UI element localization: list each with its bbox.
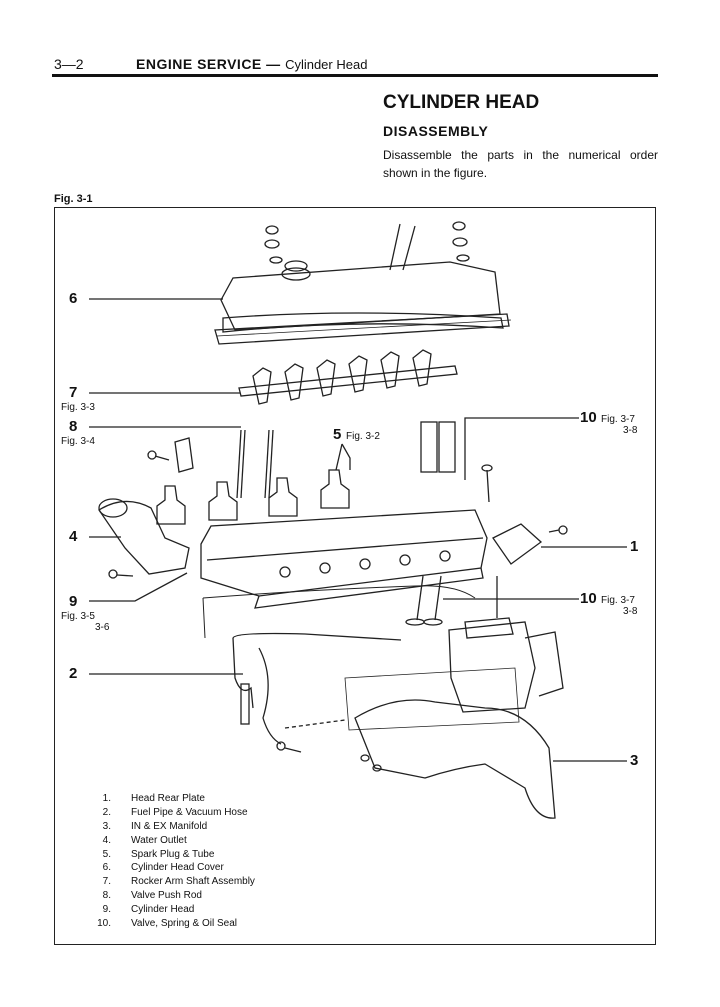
callout-3: 3 [630, 752, 639, 769]
page-number: 3—2 [54, 56, 84, 72]
fuel-pipe [232, 632, 402, 641]
callout-1: 1 [630, 538, 639, 555]
bolt [147, 450, 157, 460]
intro-text: Disassemble the parts in the numerical o… [383, 148, 658, 180]
callout-10-mid-ref2: 3-8 [623, 606, 638, 617]
leader-10-top [464, 417, 579, 480]
callout-8: 8 [69, 418, 78, 435]
callout-10-mid: 10 [580, 590, 597, 607]
exploded-view-illustration [89, 221, 627, 819]
carburetor [448, 621, 536, 713]
callout-10-top: 10 [580, 409, 597, 426]
legend-item: 6.Cylinder Head Cover [102, 862, 224, 874]
legend-item: 8.Valve Push Rod [102, 889, 202, 901]
legend-item: 1.Head Rear Plate [102, 793, 205, 805]
section-dash: — [266, 56, 281, 72]
callout-9-ref2: 3-6 [95, 622, 110, 633]
figure-label: Fig. 3-1 [54, 193, 93, 205]
push-rod [236, 429, 242, 499]
callout-10-top-ref2: 3-8 [623, 425, 638, 436]
legend-item: 3.IN & EX Manifold [102, 820, 208, 832]
leader-9 [89, 572, 188, 602]
section-title: ENGINE SERVICE — Cylinder Head [136, 56, 367, 72]
callout-10-mid-ref: Fig. 3-7 [601, 595, 635, 606]
section-subtitle: DISASSEMBLY [383, 123, 489, 139]
callout-5-ref: Fig. 3-2 [346, 431, 380, 442]
legend-item: 7.Rocker Arm Shaft Assembly [102, 876, 255, 888]
callout-7: 7 [69, 384, 78, 401]
callout-9-ref: Fig. 3-5 [61, 611, 95, 622]
figure-frame: 6 7 Fig. 3-3 8 Fig. 3-4 5 Fig. 3-2 10 Fi… [54, 207, 656, 945]
callout-2: 2 [69, 665, 78, 682]
legend-item: 10.Valve, Spring & Oil Seal [97, 917, 237, 929]
leader-5 [341, 443, 351, 470]
valve [416, 575, 424, 621]
spark-plug [156, 485, 186, 525]
legend-item: 4.Water Outlet [102, 834, 187, 846]
header-rule [52, 74, 658, 77]
callout-4: 4 [69, 528, 78, 545]
legend-item: 2.Fuel Pipe & Vacuum Hose [102, 807, 248, 819]
subsection-name: Cylinder Head [285, 57, 368, 72]
section-name: ENGINE SERVICE [136, 56, 262, 72]
legend-item: 9.Cylinder Head [102, 903, 195, 915]
head-rear-plate [492, 523, 543, 565]
cylinder-head [200, 509, 488, 597]
cylinder-head-cover [220, 261, 501, 331]
legend-item: 5.Spark Plug & Tube [102, 848, 215, 860]
callout-9: 9 [69, 593, 78, 610]
callout-8-ref: Fig. 3-4 [61, 436, 95, 447]
in-ex-manifold [354, 699, 556, 819]
callout-7-ref: Fig. 3-3 [61, 402, 95, 413]
valve-springs [420, 421, 438, 473]
page-title: CYLINDER HEAD [383, 92, 540, 113]
callout-6: 6 [69, 290, 78, 307]
page-header: 3—2 ENGINE SERVICE — Cylinder Head [54, 56, 656, 76]
callout-5: 5 [333, 426, 342, 443]
water-outlet [98, 500, 190, 575]
rocker-arm-shaft [238, 365, 458, 397]
parts-legend: 1.Head Rear Plate 2.Fuel Pipe & Vacuum H… [89, 792, 255, 930]
callout-10-top-ref: Fig. 3-7 [601, 414, 635, 425]
